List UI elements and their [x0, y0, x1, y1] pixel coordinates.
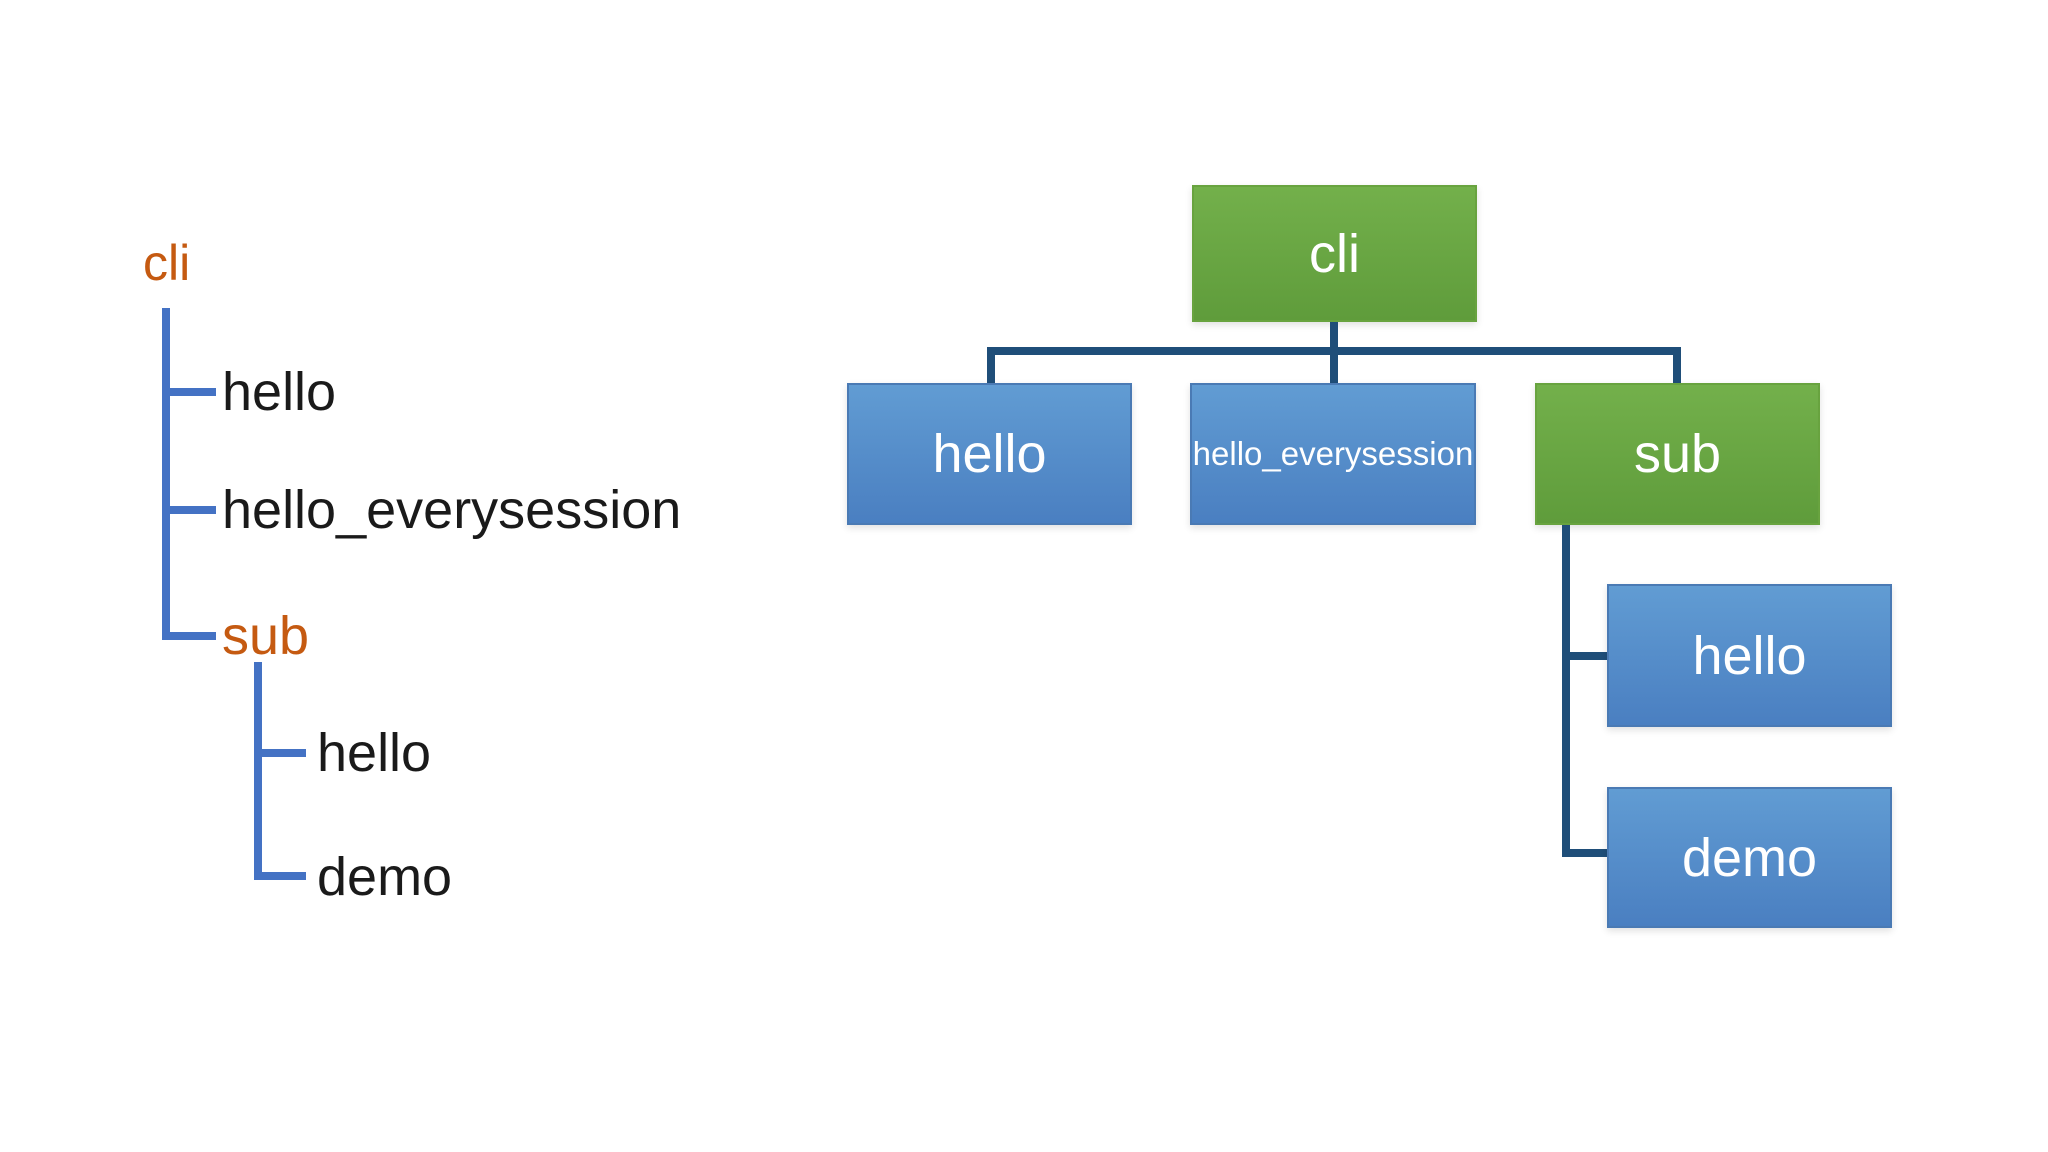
tree-sub-item-hello: hello: [317, 723, 432, 783]
org-node-sub-hello: hello: [1607, 584, 1892, 727]
tree-item-sub: sub: [222, 606, 310, 666]
org-connector-drop-sub: [1673, 355, 1681, 383]
tree-branch-tick-hello: [162, 388, 216, 396]
tree-sub-item-demo: demo: [317, 847, 453, 907]
org-connector-sub-trunk: [1562, 525, 1570, 857]
org-node-hello-everysession: hello_everysession: [1190, 383, 1476, 525]
tree-sub-branch-tick-hello: [254, 749, 306, 757]
tree-branch-elbow-sub: [162, 632, 216, 640]
org-connector-horizontal: [987, 347, 1681, 355]
org-node-hello-everysession-label: hello_everysession: [1192, 435, 1474, 472]
org-connector-drop-hello: [987, 355, 995, 383]
org-node-hello-label: hello: [932, 424, 1047, 484]
org-node-cli-label: cli: [1309, 223, 1360, 284]
org-connector-elbow-sub-demo: [1562, 849, 1607, 857]
tree-trunk-line: [162, 308, 170, 640]
org-node-sub-demo-label: demo: [1681, 827, 1818, 888]
org-node-sub: sub: [1535, 383, 1820, 525]
org-node-sub-label: sub: [1633, 424, 1722, 484]
tree-root-label: cli: [143, 235, 191, 291]
org-connector-drop-hello-everysession: [1330, 355, 1338, 383]
org-node-sub-demo: demo: [1607, 787, 1892, 928]
org-node-cli: cli: [1192, 185, 1477, 322]
tree-item-hello: hello: [222, 362, 337, 422]
org-node-hello: hello: [847, 383, 1132, 525]
org-node-sub-hello-label: hello: [1692, 625, 1807, 686]
org-connector-tick-sub-hello: [1562, 652, 1607, 660]
tree-sub-branch-elbow-demo: [254, 872, 306, 880]
tree-branch-tick-hello-everysession: [162, 506, 216, 514]
org-connector-root-stub: [1330, 322, 1338, 355]
tree-item-hello-everysession: hello_everysession: [222, 480, 682, 540]
tree-sub-trunk-line: [254, 662, 262, 880]
